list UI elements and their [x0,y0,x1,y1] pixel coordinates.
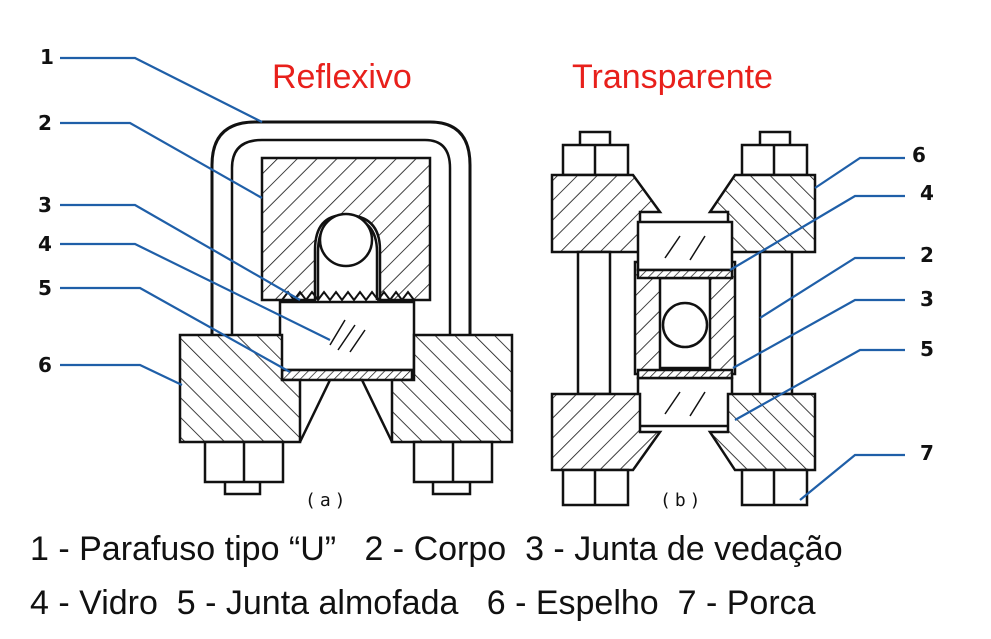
glass-bottom [636,376,734,428]
bolt-top-left [561,130,630,177]
glass-top [636,220,734,272]
callouts-left: 1 2 3 4 5 6 [38,45,54,377]
callouts-right: 6 4 2 3 5 7 [912,143,934,465]
transparent-sight-glass [550,130,817,507]
nut-left [203,440,285,496]
mirror-top-right [707,173,817,254]
panel-label-a: (a) [305,490,350,511]
callout-right-3: 3 [920,287,934,311]
callout-left-4: 4 [38,232,52,256]
leader-lines-left [60,56,331,386]
nut-bottom-left [561,468,630,507]
callout-left-3: 3 [38,193,52,217]
u-bolt [210,120,472,335]
panel-label-b: (b) [660,490,705,511]
callout-left-6: 6 [38,353,52,377]
callout-right-4: 4 [920,181,934,205]
callout-right-2: 2 [920,243,934,267]
sealing-gasket [281,290,415,302]
callout-left-1: 1 [40,45,54,69]
cushion-gasket [280,368,414,382]
mirror-top-left [550,173,663,254]
mirror-bottom-right [707,392,817,472]
title-reflexivo: Reflexivo [272,58,412,96]
nut-right [412,440,494,496]
callout-right-5: 5 [920,337,934,361]
callout-left-2: 2 [38,111,52,135]
legend-line-1: 1 - Parafuso tipo “U” 2 - Corpo 3 - Junt… [30,530,843,568]
leader-lines-right [729,156,905,501]
reflex-sight-glass [178,120,514,496]
legend-line-2: 4 - Vidro 5 - Junta almofada 6 - Espelho… [30,584,816,622]
nut-bottom-right [740,468,809,507]
title-transparente: Transparente [572,58,773,96]
callout-left-5: 5 [38,276,52,300]
mirror-bottom-left [550,392,663,472]
mirror-left [178,333,302,444]
callout-right-6: 6 [912,143,926,167]
callout-right-7: 7 [920,441,934,465]
bolt-top-right [740,130,809,177]
